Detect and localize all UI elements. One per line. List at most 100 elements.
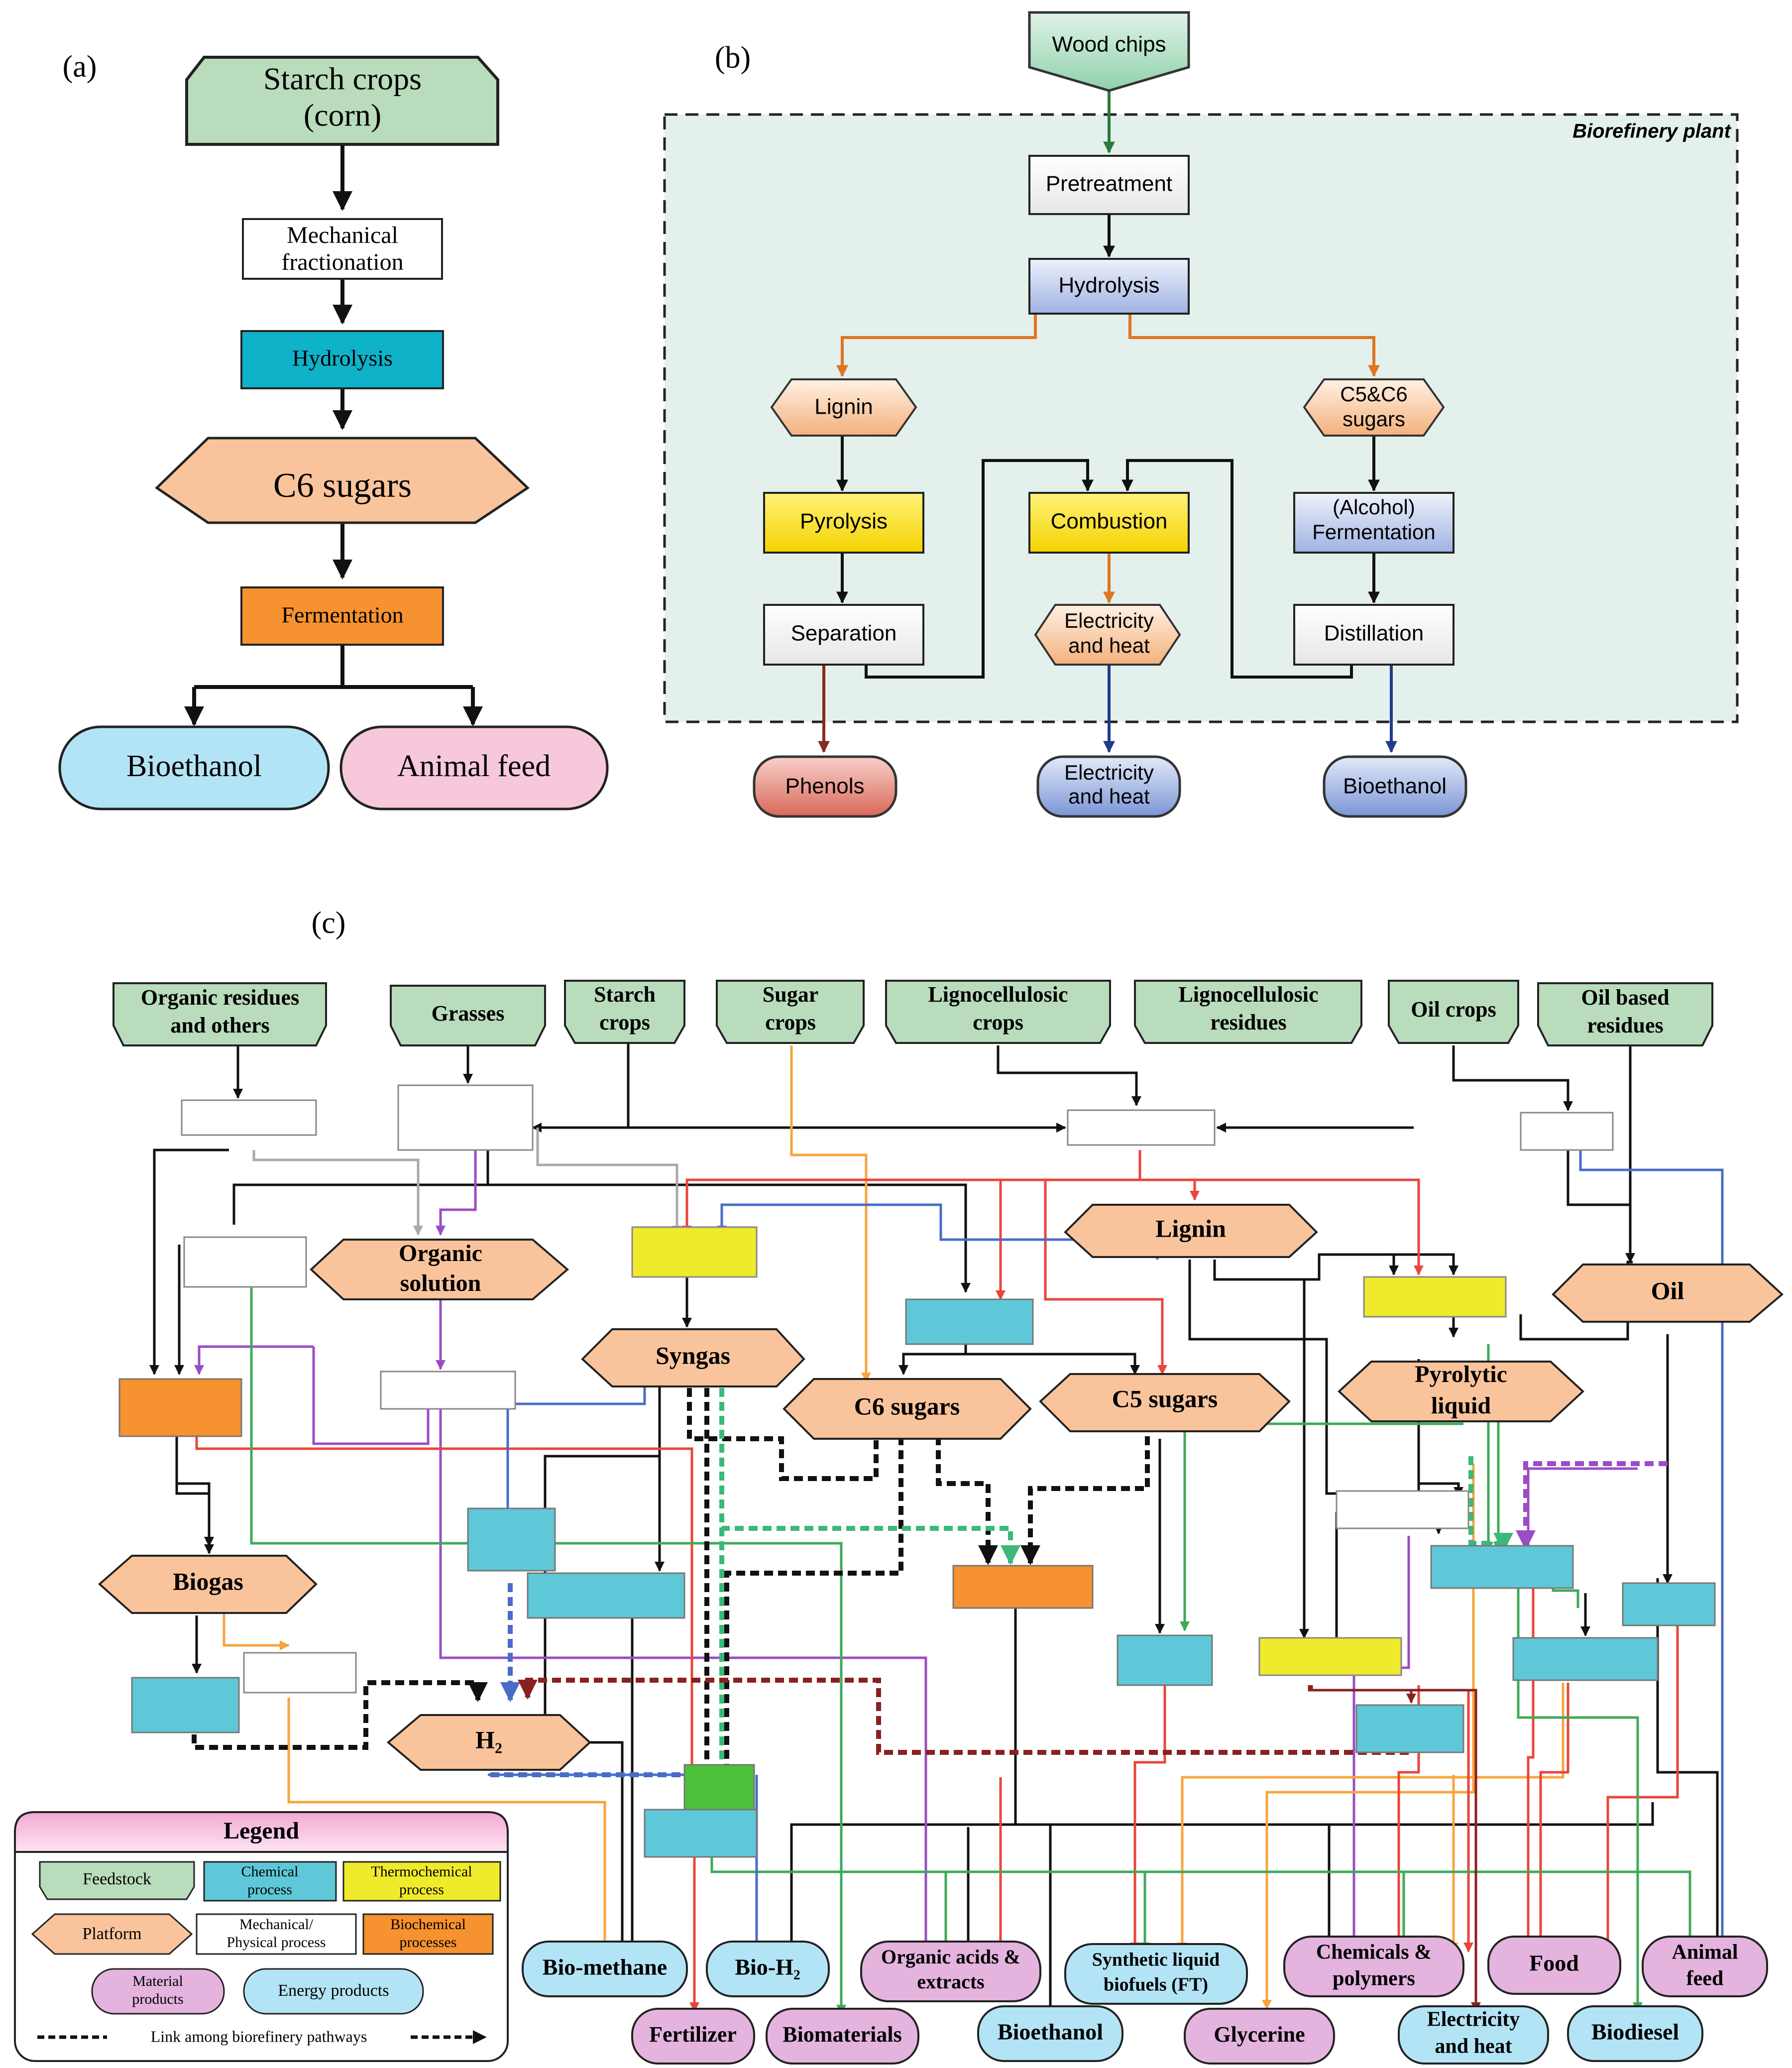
node-label: Mechanical <box>287 222 398 248</box>
bioethanol-node <box>58 725 330 810</box>
feedstock-grasses <box>390 985 546 1046</box>
pyrolysis-node <box>763 492 924 554</box>
electricity-heat-node <box>1034 604 1181 666</box>
legend-label: process <box>399 1881 444 1898</box>
feedstock-label: Lignocellulosic <box>928 982 1068 1007</box>
chemical-process-box <box>527 1572 685 1619</box>
panel-b-label: (b) <box>715 41 751 75</box>
legend-label: Link among biorefinery pathways <box>151 2027 367 2045</box>
platform-label: Lignin <box>1155 1214 1226 1242</box>
node-label: Animal feed <box>397 749 551 783</box>
energy-product-label: Bio-methane <box>543 1954 667 1980</box>
material-product-biomaterials <box>766 2008 919 2065</box>
node-label: Fermentation <box>1312 520 1435 544</box>
wood-chips-node <box>1028 11 1190 92</box>
thermochemical-process-box <box>631 1226 758 1278</box>
energy-product-electricity-heat <box>1398 2005 1549 2065</box>
combined-process-box <box>683 1764 755 1811</box>
feedstock-label: crops <box>765 1010 816 1034</box>
chemical-process-box <box>1512 1637 1659 1681</box>
chemical-process-box <box>467 1507 556 1572</box>
material-product-label: Fertilizer <box>649 2022 737 2047</box>
node-label: sugars <box>1343 407 1405 431</box>
legend-chemical-swatch <box>203 1861 337 1902</box>
legend-label: Mechanical/ <box>239 1916 314 1933</box>
material-product-label: Organic acids & <box>881 1946 1020 1968</box>
legend-label: process <box>247 1881 292 1898</box>
energy-product-label: Bioethanol <box>998 2019 1103 2045</box>
chemical-process-box <box>644 1809 758 1858</box>
material-product-label: Glycerine <box>1214 2022 1305 2047</box>
legend-label: products <box>132 1991 183 2007</box>
feedstock-lignocellulosic-crops <box>885 980 1111 1044</box>
material-product-food <box>1487 1936 1621 1995</box>
thermochemical-process-box <box>1258 1637 1402 1676</box>
material-product-label: polymers <box>1333 1967 1415 1990</box>
pretreatment-node <box>1028 155 1190 215</box>
node-label: Hydrolysis <box>1059 273 1160 298</box>
feedstock-label: residues <box>1587 1013 1663 1037</box>
node-label: Bioethanol <box>126 749 262 783</box>
electricity-heat-output <box>1036 755 1181 818</box>
material-product-label: Food <box>1529 1951 1579 1976</box>
phenols-output <box>753 755 897 818</box>
panel-a: (a) Starch crops (corn) Mechanical fract… <box>58 50 609 810</box>
c5c6-sugars-node <box>1303 378 1445 437</box>
platform-label: C6 sugars <box>854 1392 960 1420</box>
feedstock-label: crops <box>973 1010 1023 1034</box>
feedstock-label: Oil crops <box>1411 997 1496 1022</box>
biochemical-process-box <box>952 1565 1094 1609</box>
platform-h2 <box>386 1714 591 1771</box>
mechanical-process-box <box>1067 1109 1216 1146</box>
chemical-process-box <box>131 1677 240 1733</box>
chemical-process-box <box>1117 1634 1213 1686</box>
mechanical-process-box <box>183 1236 307 1288</box>
legend-biochemical-swatch <box>362 1913 494 1955</box>
material-product-organic-acids <box>860 1941 1041 2002</box>
legend-label: Energy products <box>278 1981 389 2000</box>
node-label: Electricity <box>1064 609 1154 632</box>
legend-material-swatch <box>91 1968 225 2015</box>
mechanical-process-box <box>243 1652 357 1694</box>
platform-organic-solution <box>310 1239 569 1300</box>
node-label: Bioethanol <box>1343 774 1447 799</box>
distillation-node <box>1293 604 1455 666</box>
feedstock-label: residues <box>1210 1010 1286 1034</box>
feedstock-organic-residues <box>112 982 327 1046</box>
node-label: Distillation <box>1324 621 1424 646</box>
energy-product-bio-h2 <box>706 1941 830 1997</box>
energy-product-label: Electricity <box>1427 2008 1520 2031</box>
material-product-label: Biomaterials <box>783 2022 902 2047</box>
feedstock-label: Organic residues <box>141 985 299 1010</box>
bioethanol-output <box>1323 755 1467 818</box>
panel-c-label: (c) <box>312 906 346 940</box>
feedstock-oil-based-residues <box>1537 982 1713 1046</box>
legend-mechanical-swatch <box>196 1913 357 1955</box>
mechanical-process-box <box>397 1084 534 1151</box>
node-label: (corn) <box>304 98 381 133</box>
platform-label: Biogas <box>173 1567 243 1595</box>
hydrolysis-node <box>240 330 444 389</box>
energy-product-label: and heat <box>1435 2035 1512 2058</box>
chemical-process-box <box>1355 1704 1464 1753</box>
platform-c5-sugars <box>1039 1373 1291 1432</box>
platform-biogas <box>98 1555 318 1614</box>
animal-feed-node <box>339 725 609 810</box>
separation-node <box>763 604 924 666</box>
platform-label: C5 sugars <box>1112 1384 1218 1412</box>
hydrolysis-node <box>1028 258 1190 315</box>
node-label: Pretreatment <box>1046 172 1172 196</box>
platform-label: Pyrolytic <box>1415 1361 1507 1387</box>
legend-header <box>14 1811 509 1853</box>
platform-label: solution <box>400 1270 481 1296</box>
feedstock-label: Starch <box>594 982 656 1007</box>
node-label: and heat <box>1068 785 1150 808</box>
node-label: Phenols <box>785 774 864 799</box>
combustion-node <box>1028 492 1190 554</box>
legend-label: Physical process <box>226 1934 326 1951</box>
panel-c: (c) <box>14 906 1784 2065</box>
legend-label: Material <box>132 1973 183 1989</box>
feedstock-oil-crops <box>1388 980 1519 1044</box>
c6-sugars-node <box>155 437 530 524</box>
node-label: Hydrolysis <box>292 345 393 371</box>
